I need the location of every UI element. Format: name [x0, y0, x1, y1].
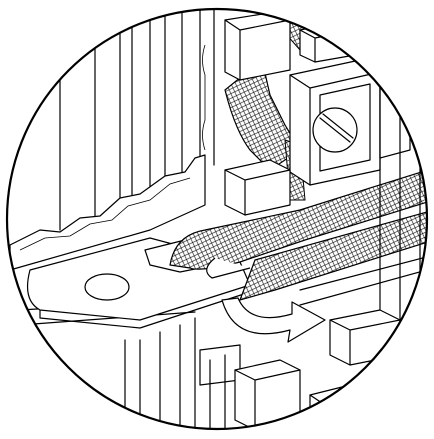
terminal-block-lower	[224, 159, 291, 216]
mounting-hole	[84, 273, 130, 301]
detail-circle-border	[5, 7, 429, 431]
lower-rail	[19, 299, 241, 429]
broken-away-panel	[9, 154, 206, 271]
rotation-arrow-icon	[221, 297, 326, 343]
terminal-screw-block	[289, 49, 411, 186]
chassis-frame-left	[59, 9, 215, 231]
braided-ground-strap	[169, 167, 427, 301]
